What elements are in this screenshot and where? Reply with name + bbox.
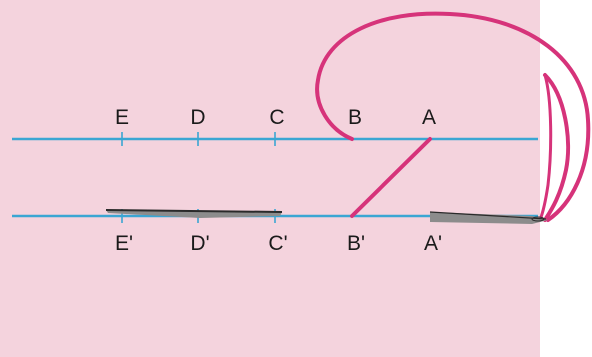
- point-label-a: A: [422, 106, 436, 129]
- diagram-background: [0, 0, 540, 357]
- point-label-d-prime: D': [190, 232, 209, 255]
- point-label-c-prime: C': [268, 232, 287, 255]
- point-label-b-prime: B': [347, 232, 365, 255]
- point-label-a-prime: A': [424, 232, 442, 255]
- thread-loop-mid: [540, 75, 551, 220]
- point-label-b: B: [348, 106, 362, 129]
- point-label-e-prime: E': [115, 232, 133, 255]
- point-label-d: D: [190, 106, 205, 129]
- point-label-c: C: [269, 106, 284, 129]
- point-label-e: E: [115, 106, 129, 129]
